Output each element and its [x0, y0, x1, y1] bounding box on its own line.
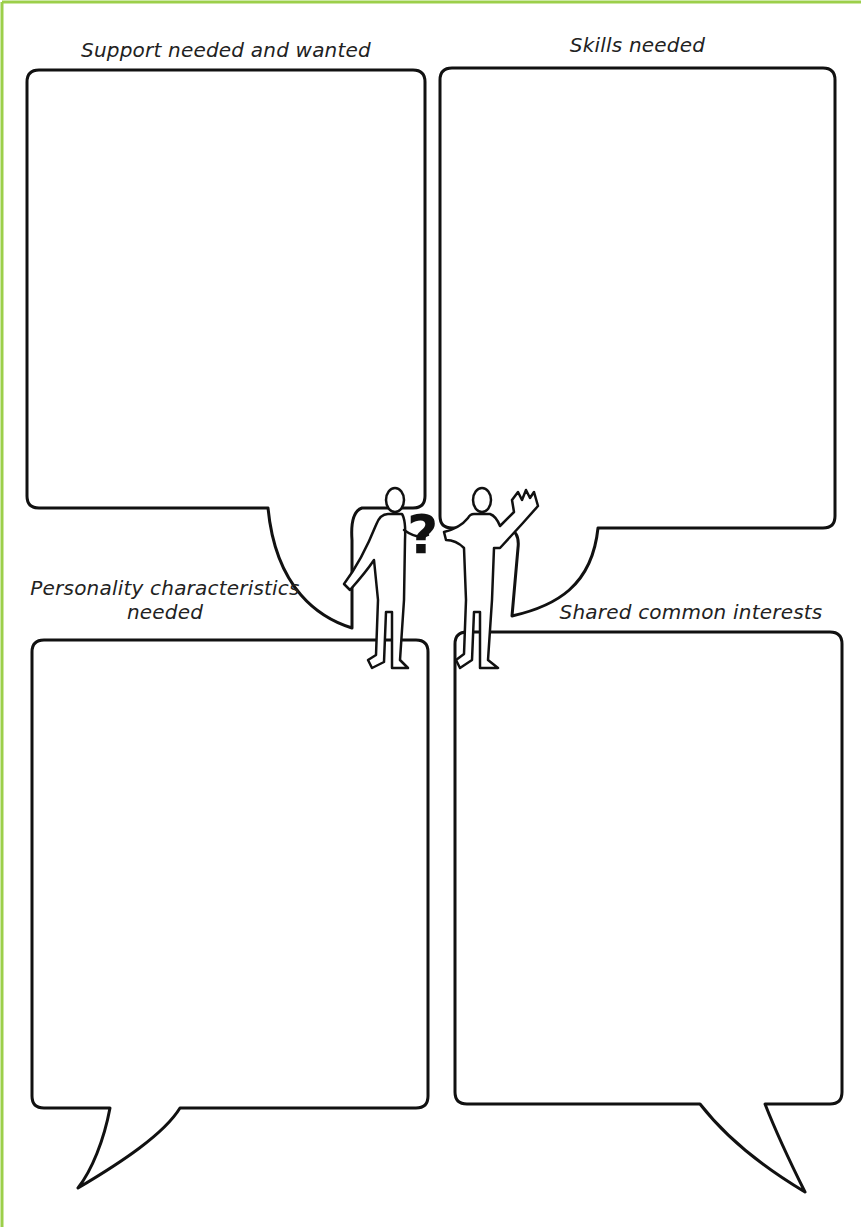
speech-bubble-box: Skills needed — [440, 33, 835, 528]
frame-line — [2, 1, 861, 4]
speech-bubble — [32, 640, 428, 1188]
speech-bubble — [455, 632, 842, 1192]
question-mark: ? — [407, 508, 438, 562]
person-figure — [344, 514, 408, 668]
speech-bubble — [27, 70, 425, 628]
bubble-heading: Shared common interests — [540, 600, 842, 624]
person-figure — [444, 490, 538, 668]
bubble-heading: Personality characteristics needed — [30, 576, 300, 624]
speech-bubble-box: Support needed and wanted — [27, 38, 425, 508]
figure-head — [386, 488, 404, 512]
frame-line — [1, 2, 4, 1227]
speech-bubble-box: Personality characteristics needed — [15, 576, 315, 1108]
bubble-heading: Skills needed — [440, 33, 835, 57]
figure-head — [473, 488, 491, 512]
speech-bubble-box: Shared common interests — [540, 600, 842, 1104]
bubble-heading: Support needed and wanted — [27, 38, 425, 62]
